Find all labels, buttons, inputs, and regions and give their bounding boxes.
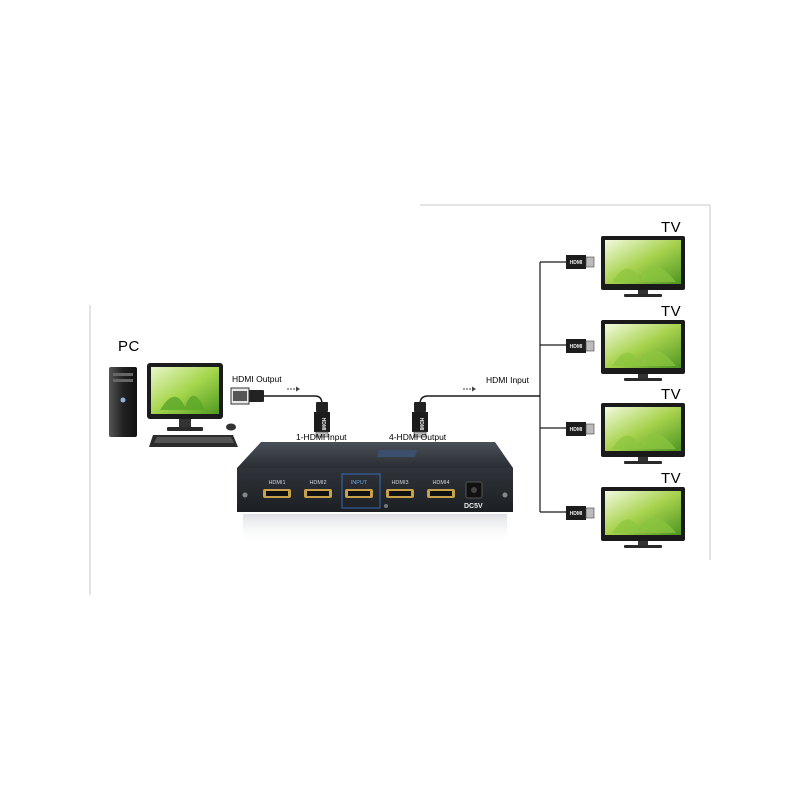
port-hdmi1 bbox=[263, 489, 291, 498]
cable-pc-to-splitter bbox=[262, 395, 323, 405]
port-label-hdmi2: HDMI2 bbox=[309, 480, 327, 486]
tv-4 bbox=[601, 487, 685, 548]
port-label-hdmi1: HDMI1 bbox=[268, 480, 286, 486]
pc-label: PC bbox=[118, 338, 140, 355]
arrow-hdmi-input-head bbox=[472, 386, 476, 392]
port-label-hdmi4: HDMI4 bbox=[432, 480, 450, 486]
one-hdmi-input-plug: HDMI bbox=[314, 402, 330, 438]
one-hdmi-input-label: 1-HDMI Input bbox=[296, 432, 347, 442]
tv-hdmi-plug-4: HDMI bbox=[566, 506, 595, 520]
pc-illustration bbox=[105, 355, 240, 455]
tv-hdmi-plug-2: HDMI bbox=[566, 339, 595, 353]
four-hdmi-output-plug: HDMI bbox=[412, 402, 428, 438]
tv-hdmi-plug-text-2: HDMI bbox=[570, 344, 583, 350]
cable-splitter-to-bus bbox=[419, 395, 540, 405]
hdmi-splitter: HDMI1 HDMI2 INPUT HDMI3 HDMI4 DC5V bbox=[233, 440, 515, 550]
hdmi-input-label: HDMI Input bbox=[486, 375, 529, 385]
splitter-reflection bbox=[243, 514, 507, 544]
splitter-body bbox=[237, 442, 513, 544]
power-label: DC5V bbox=[464, 503, 483, 510]
tv-3 bbox=[601, 403, 685, 464]
one-hdmi-input-plug-text: HDMI bbox=[320, 418, 326, 431]
port-label-hdmi3: HDMI3 bbox=[391, 480, 409, 486]
tv-label-3: TV bbox=[661, 386, 682, 403]
tv-2 bbox=[601, 320, 685, 381]
pc-icon bbox=[109, 363, 238, 447]
tv-hdmi-plug-text-3: HDMI bbox=[570, 427, 583, 433]
tv-hdmi-plug-1: HDMI bbox=[566, 255, 595, 269]
tv-hdmi-plug-text-1: HDMI bbox=[570, 260, 583, 266]
tv-label-4: TV bbox=[661, 470, 682, 487]
tv-hdmi-plug-3: HDMI bbox=[566, 422, 595, 436]
tv-label-2: TV bbox=[661, 303, 682, 320]
four-hdmi-output-label: 4-HDMI Output bbox=[389, 432, 447, 442]
pc-hdmi-plug bbox=[230, 387, 264, 405]
port-hdmi2 bbox=[304, 489, 332, 498]
arrow-hdmi-output-head bbox=[296, 386, 300, 392]
port-hdmi3 bbox=[386, 489, 414, 498]
hdmi-output-label: HDMI Output bbox=[232, 374, 282, 384]
port-input bbox=[345, 489, 373, 498]
tv-1 bbox=[601, 236, 685, 297]
four-hdmi-output-plug-text: HDMI bbox=[418, 418, 424, 431]
port-label-input: INPUT bbox=[350, 480, 368, 486]
tv-hdmi-plug-text-4: HDMI bbox=[570, 511, 583, 517]
pc-mouse bbox=[226, 423, 236, 431]
tv-label-1: TV bbox=[661, 219, 682, 236]
port-hdmi4 bbox=[427, 489, 455, 498]
